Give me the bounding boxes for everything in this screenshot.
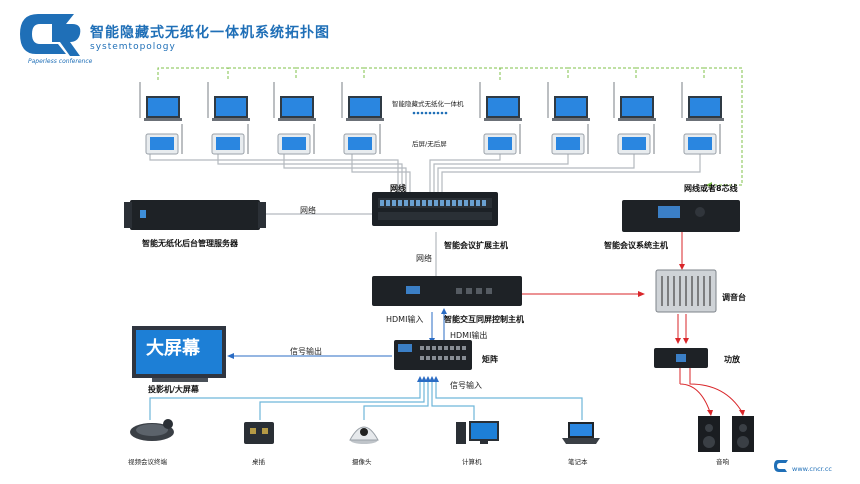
matrix-label: 矩阵 [482,355,498,364]
page-subtitle: systemtopology [90,42,176,52]
monitor-5 [479,82,522,121]
signal-arrows [232,312,445,357]
mixer-device [655,269,717,313]
server-label: 智能无纸化后台管理服务器 [142,239,238,248]
rear-screen-label: 后屏/无后屏 [412,140,447,148]
speakers [698,416,754,452]
top-network-lines [157,67,743,188]
source-arrowheads [417,376,439,382]
expansion-host-label: 智能会议扩展主机 [444,241,508,250]
speaker-label: 音响 [716,458,729,466]
computer-device [456,421,499,444]
camera-label: 摄像头 [352,458,372,466]
interactive-host-label: 智能交互同屏控制主机 [444,315,524,324]
center-label: 智能隐藏式无纸化一体机 [392,100,464,108]
amplifier-device [654,348,708,368]
desk-socket-label: 桌插 [252,458,265,466]
terminal-monitors [139,82,724,121]
monitor-7 [613,82,656,121]
terminal-gray-lines [149,148,701,192]
laptop-label: 笔记本 [568,458,588,466]
tablet-2 [211,124,249,155]
network-top-label: 网线 [390,184,406,193]
server-device [124,200,266,230]
camera-device [349,426,379,444]
network-mid-label: 网络 [416,254,432,263]
center-dots [412,111,448,115]
tablet-8 [683,124,721,155]
red-arrowheads [638,264,745,416]
brand-logo [20,14,81,56]
monitor-1 [139,82,182,121]
matrix-device [394,340,472,370]
page-title: 智能隐藏式无纸化一体机系统拓扑图 [90,25,330,41]
network-server-label: 网络 [300,206,316,215]
system-host-device [622,200,740,232]
computer-label: 计算机 [462,458,482,466]
system-host-label: 智能会议系统主机 [604,241,668,250]
network-or-8core-label: 网线或者8芯线 [684,184,738,193]
audio-arrows [522,232,743,413]
footer-logo-icon [774,460,788,472]
signal-out-label: 信号输出 [290,347,322,356]
video-conf-label: 视频会议终端 [128,458,167,466]
monitor-8 [681,82,724,121]
projector-screen-device [132,326,226,382]
expansion-host-device [372,192,498,226]
video-conf-terminal [130,419,174,441]
tablet-5 [483,124,521,155]
mixer-label: 调音台 [722,293,746,302]
signal-in-label: 信号输入 [450,381,482,390]
website-link[interactable]: www.cncr.cc [792,465,832,473]
source-lines [149,380,583,420]
tablet-6 [551,124,589,155]
desk-socket-device [244,422,274,444]
hdmi-in-label: HDMI输入 [386,315,424,324]
terminal-tablets [145,124,721,155]
interactive-host-device [372,276,522,306]
monitor-2 [207,82,250,121]
big-screen-text: 大屏幕 [146,338,200,359]
monitor-6 [547,82,590,121]
monitor-4 [341,82,384,121]
amplifier-label: 功放 [724,355,740,364]
tablet-1 [145,124,183,155]
tablet-4 [343,124,381,155]
tablet-7 [617,124,655,155]
monitor-3 [273,82,316,121]
tablet-3 [277,124,315,155]
logo-caption: Paperless conference [28,58,93,65]
laptop-device [562,422,600,444]
projector-label: 投影机/大屏幕 [148,385,199,394]
hdmi-out-label: HDMI输出 [450,331,488,340]
